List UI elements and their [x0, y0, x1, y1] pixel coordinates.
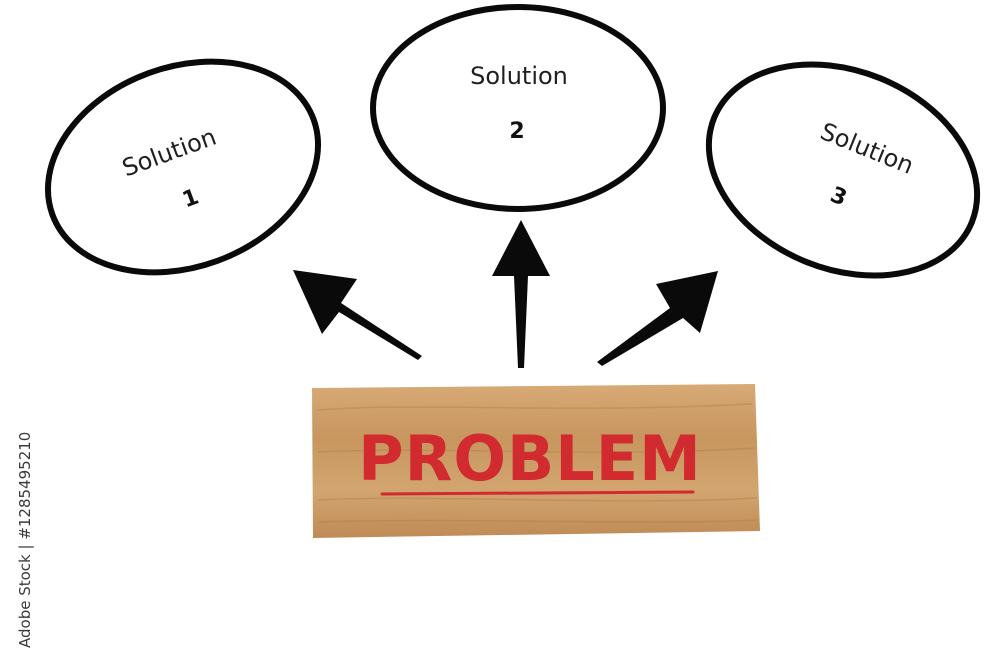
solution-2-number: 2	[509, 119, 524, 144]
solution-1-number: 1	[179, 185, 202, 214]
wooden-block: PROBLEM	[312, 384, 760, 538]
wood-board	[312, 384, 760, 538]
stock-watermark: Adobe Stock | #1285495210	[16, 432, 34, 648]
solution-2-word: Solution	[470, 62, 568, 90]
wood-grain	[317, 403, 759, 523]
arrow-to-solution-1	[293, 270, 422, 360]
problem-label: PROBLEM	[358, 422, 702, 495]
solution-bubble-1: Solution 1	[44, 58, 322, 276]
solution-bubble-2: Solution 2	[370, 4, 666, 212]
solution-1-word: Solution	[119, 123, 220, 183]
solution-2-outline	[370, 4, 666, 212]
solution-1-outline	[44, 58, 322, 276]
solution-bubble-3: Solution 3	[705, 61, 981, 279]
solution-3-number: 3	[827, 183, 851, 212]
arrow-to-solution-3	[597, 271, 718, 366]
solution-3-outline	[705, 61, 981, 279]
problem-underline	[380, 490, 695, 496]
arrow-to-solution-2	[492, 220, 550, 368]
solution-3-word: Solution	[816, 117, 917, 180]
